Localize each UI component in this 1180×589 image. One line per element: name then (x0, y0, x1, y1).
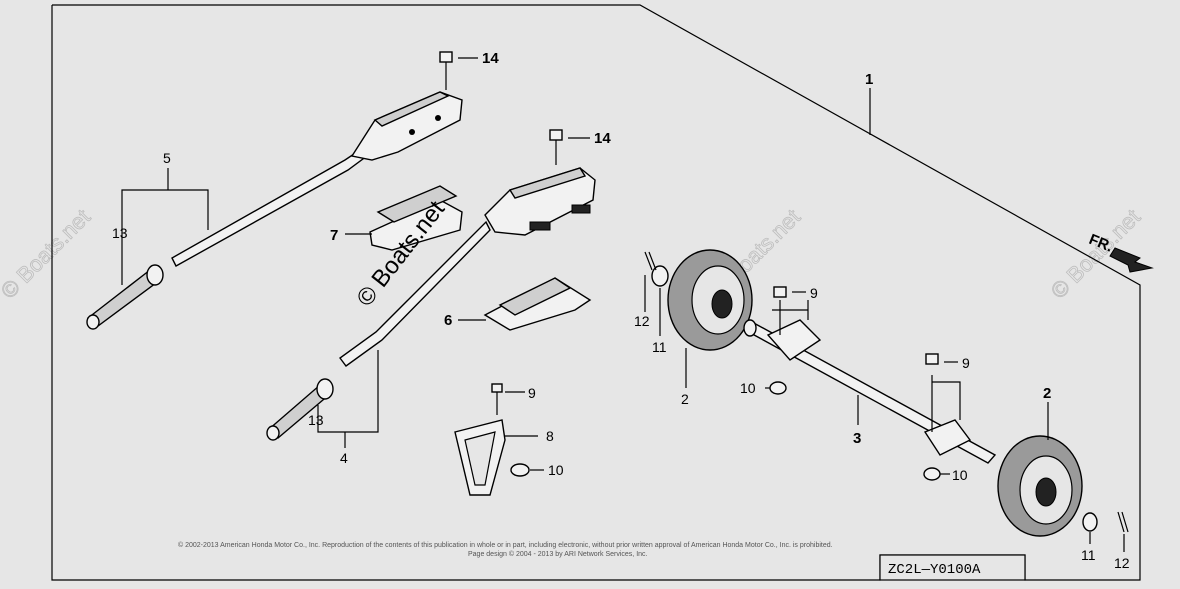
copyright-line-1: © 2002-2013 American Honda Motor Co., In… (178, 541, 833, 549)
callout-2: 2 (681, 391, 689, 407)
bolt-9-bracket (491, 383, 503, 415)
pin-12-right (1117, 511, 1129, 533)
callout-3: 3 (853, 430, 861, 447)
grip-right (266, 378, 334, 441)
clamp-left (766, 286, 822, 361)
callout-13: 13 (308, 412, 324, 428)
callout-6: 6 (444, 312, 452, 329)
pin-12-left (644, 251, 657, 271)
callout-10: 10 (740, 380, 756, 396)
callout-4: 4 (340, 450, 348, 466)
code-box (879, 554, 1026, 581)
callout-7: 7 (330, 227, 338, 244)
bracket-6 (483, 277, 592, 331)
bracket-8 (454, 419, 506, 496)
callout-12: 12 (1114, 555, 1130, 571)
bracket-7 (369, 185, 463, 251)
callout-10: 10 (952, 467, 968, 483)
callout-14: 14 (482, 50, 499, 67)
callout-9: 9 (810, 285, 818, 301)
nut-10-bracket (510, 463, 530, 477)
callout-12: 12 (634, 313, 650, 329)
bolt-14-lower (549, 129, 563, 165)
callout-5: 5 (163, 150, 171, 166)
leader-9c-span (932, 381, 961, 420)
leader-4 (317, 350, 379, 433)
callouts: 1 2 2 3 4 5 6 7 8 9 9 9 10 10 10 11 11 1… (112, 50, 1130, 571)
nut-10-right (923, 467, 941, 481)
callout-11: 11 (1081, 547, 1096, 563)
copyright-line-2: Page design © 2004 - 2013 by ARI Network… (468, 550, 648, 558)
callout-1: 1 (865, 71, 873, 88)
handle-left (171, 91, 463, 267)
callout-2: 2 (1043, 385, 1051, 402)
nut-10-left (769, 381, 787, 395)
frame-outline (51, 4, 1141, 581)
callout-9: 9 (528, 385, 536, 401)
washer-11-left (651, 265, 669, 287)
callout-11: 11 (652, 339, 667, 355)
callout-14: 14 (594, 130, 611, 147)
callout-8: 8 (546, 428, 554, 444)
wheel-right (997, 435, 1083, 537)
bolt-14-upper (439, 51, 453, 90)
diagram-code: ZC2L—Y0100A (888, 562, 981, 578)
handle-right (339, 167, 596, 367)
grip-left (86, 264, 164, 330)
watermark-faint: © Boats.net (0, 204, 95, 303)
leader-5 (121, 189, 209, 262)
callout-10: 10 (548, 462, 564, 478)
callout-9: 9 (962, 355, 970, 371)
callout-13: 13 (112, 225, 128, 241)
clamp-right (923, 353, 972, 456)
wheel-left (667, 249, 753, 351)
washer-11-right (1082, 512, 1098, 532)
